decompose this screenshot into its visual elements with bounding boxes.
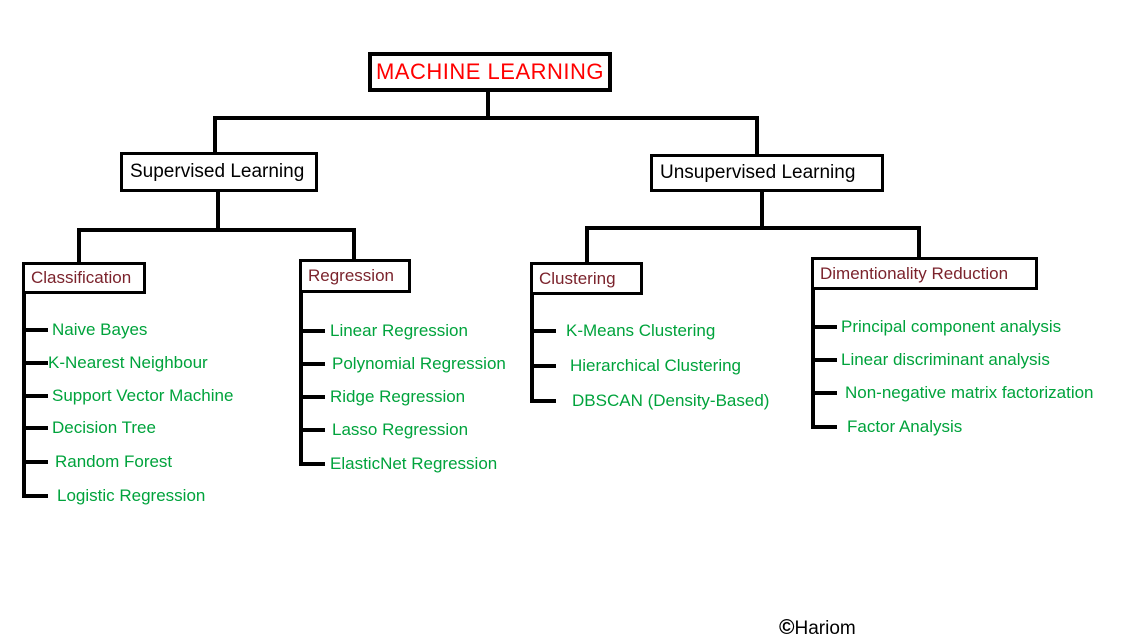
branch-tick [22, 328, 48, 332]
branch-spine [530, 294, 534, 403]
algorithm-item: Hierarchical Clustering [570, 356, 742, 375]
connector-line [352, 228, 356, 262]
category-label: Clustering [539, 268, 616, 288]
connector-line [216, 190, 220, 232]
node-supervised-learning: Supervised Learning [120, 152, 318, 192]
category-box-dimentionality-reduction: Dimentionality Reduction [811, 257, 1038, 290]
node-label: Supervised Learning [130, 161, 305, 182]
algorithm-item: Factor Analysis [847, 417, 963, 436]
algorithm-item: Non-negative matrix factorization [845, 383, 1094, 402]
branch-tick [811, 358, 837, 362]
branch-tick [530, 364, 556, 368]
connector-line [755, 116, 759, 157]
algorithm-item: Decision Tree [52, 418, 156, 437]
branch-tick [22, 460, 48, 464]
category-box-classification: Classification [22, 262, 146, 294]
algorithm-item: Logistic Regression [57, 486, 206, 505]
branch-spine [299, 292, 303, 466]
connector-line [213, 116, 759, 120]
algorithm-item: Ridge Regression [330, 387, 466, 406]
algorithm-item: Lasso Regression [332, 420, 469, 439]
node-label: Unsupervised Learning [660, 162, 856, 183]
branch-tick [811, 325, 837, 329]
algorithm-item: K-Means Clustering [566, 321, 716, 340]
algorithm-item: Principal component analysis [841, 317, 1062, 336]
algorithm-item: Naive Bayes [52, 320, 148, 339]
branch-tick [22, 494, 48, 498]
branch-tick [299, 462, 325, 466]
branch-tick [299, 428, 325, 432]
algorithm-item: Support Vector Machine [52, 386, 234, 405]
algorithm-item: Linear Regression [330, 321, 468, 340]
connector-line [585, 226, 921, 230]
branch-tick [811, 425, 837, 429]
credit-watermark: ©Hariom [779, 615, 856, 641]
algorithm-item: ElasticNet Regression [330, 454, 498, 473]
connector-line [585, 226, 589, 264]
copyright-icon: © [779, 616, 795, 639]
category-box-regression: Regression [299, 259, 411, 293]
node-unsupervised-learning: Unsupervised Learning [650, 154, 884, 192]
connector-line [77, 228, 81, 264]
branch-tick [530, 329, 556, 333]
root-node-machine-learning: MACHINE LEARNING [368, 52, 612, 92]
branch-tick [299, 395, 325, 399]
algorithm-item: Linear discriminant analysis [841, 350, 1050, 369]
branch-tick [530, 399, 556, 403]
connector-line [213, 116, 217, 156]
algorithm-item: K-Nearest Neighbour [48, 353, 208, 372]
algorithm-item: DBSCAN (Density-Based) [572, 391, 770, 410]
branch-tick [22, 361, 48, 365]
category-box-clustering: Clustering [530, 262, 643, 295]
connector-line [917, 226, 921, 260]
algorithm-item: Polynomial Regression [332, 354, 506, 373]
connector-line [760, 189, 764, 230]
branch-tick [22, 394, 48, 398]
category-label: Classification [31, 268, 132, 287]
branch-tick [22, 426, 48, 430]
algorithm-item: Random Forest [55, 452, 173, 471]
branch-tick [299, 362, 325, 366]
credit-author: Hariom [794, 618, 856, 639]
branch-tick [299, 329, 325, 333]
branch-tick [811, 391, 837, 395]
root-node-label: MACHINE LEARNING [375, 59, 605, 84]
connector-line [77, 228, 356, 232]
category-label: Dimentionality Reduction [820, 263, 1009, 283]
connector-line [486, 91, 490, 118]
category-label: Regression [308, 266, 394, 285]
